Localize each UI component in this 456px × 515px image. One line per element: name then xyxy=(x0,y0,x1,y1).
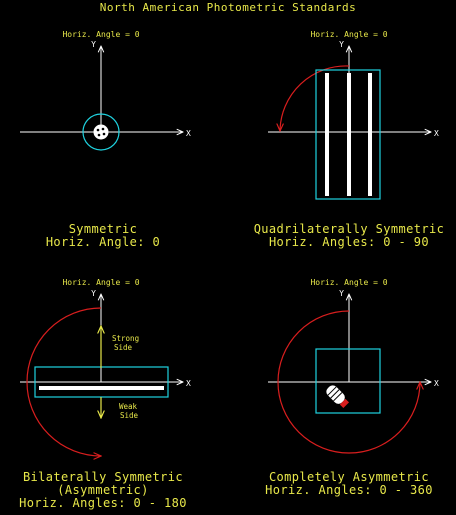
horizontal-angle-label: Horiz. Angle = 0 xyxy=(310,30,387,39)
lamp-tube xyxy=(368,73,372,196)
horizontal-angle-label: Horiz. Angle = 0 xyxy=(62,30,139,39)
x-axis-label: X xyxy=(186,129,191,138)
caption-line-2: Horiz. Angle: 0 xyxy=(46,235,160,249)
page-title: North American Photometric Standards xyxy=(100,1,356,14)
caption-line-3: Horiz. Angles: 0 - 180 xyxy=(19,496,187,510)
panel-asymmetric: Horiz. Angle = 0 Y X Completely Asymmetr… xyxy=(265,278,439,497)
panel-quadrilateral: Horiz. Angle = 0 Y X Quadrilaterally Sym… xyxy=(254,30,445,249)
lamp-tube xyxy=(325,73,329,196)
fixture-outline-square xyxy=(315,348,381,414)
caption-line-2: Horiz. Angles: 0 - 90 xyxy=(269,235,429,249)
lamp-icon xyxy=(326,385,350,409)
x-axis-label: X xyxy=(186,379,191,388)
caption-line-1: Quadrilaterally Symmetric xyxy=(254,222,445,236)
horizontal-angle-label: Horiz. Angle = 0 xyxy=(310,278,387,287)
fixture-outline-circle xyxy=(82,113,120,151)
caption-line-1: Symmetric xyxy=(69,222,138,236)
lamp-tube xyxy=(39,386,164,390)
fixture-outline-rect xyxy=(315,69,381,200)
weak-side-label: Side xyxy=(120,411,139,420)
caption-line-1: Bilaterally Symmetric xyxy=(23,470,183,484)
weak-side-label: Weak xyxy=(119,402,138,411)
sweep-arc-full xyxy=(277,310,420,454)
y-axis-label: Y xyxy=(339,40,344,49)
strong-side-label: Strong xyxy=(112,334,139,343)
sweep-arc-quarter xyxy=(280,65,350,131)
panel-symmetric: Horiz. Angle = 0 Y X Symmetric Horiz. An… xyxy=(20,30,191,249)
panel-bilateral: Horiz. Angle = 0 Y X Strong Side Weak Si… xyxy=(19,278,191,510)
caption-line-2: (Asymmetric) xyxy=(57,483,149,497)
horizontal-angle-label: Horiz. Angle = 0 xyxy=(62,278,139,287)
lamp-tube xyxy=(347,73,351,196)
y-axis-label: Y xyxy=(91,289,96,298)
caption-line-2: Horiz. Angles: 0 - 360 xyxy=(265,483,433,497)
sweep-arc-half xyxy=(26,307,101,456)
x-axis-label: X xyxy=(434,129,439,138)
y-axis-label: Y xyxy=(339,289,344,298)
y-axis-label: Y xyxy=(91,40,96,49)
lamp-icon xyxy=(93,124,109,140)
strong-side-label: Side xyxy=(114,343,133,352)
caption-line-1: Completely Asymmetric xyxy=(269,470,429,484)
x-axis-label: X xyxy=(434,379,439,388)
